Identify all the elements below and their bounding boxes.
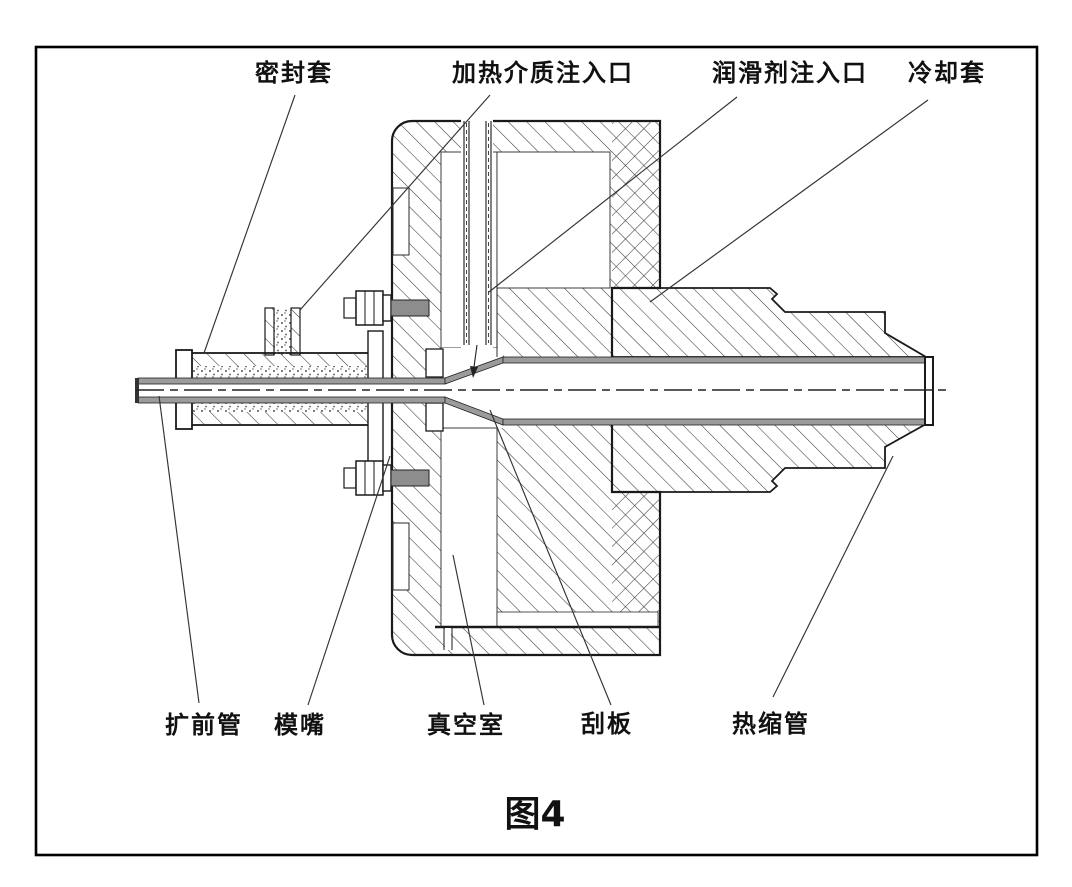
label-die-mouth: 模嘴 xyxy=(274,711,326,739)
label-sealing-sleeve: 密封套 xyxy=(255,59,333,87)
upper-cavity xyxy=(496,151,611,289)
label-heating-medium-inlet: 加热介质注入口 xyxy=(452,59,634,87)
label-lubricant-inlet: 润滑剂注入口 xyxy=(712,59,868,87)
heat-shrink-tube-shape xyxy=(502,356,934,426)
cooling-sleeve-section xyxy=(611,287,930,493)
lubricant-channel xyxy=(461,117,493,378)
leader-lines xyxy=(158,94,929,706)
figure-caption: 图4 xyxy=(504,794,565,835)
cross-hatch-column-top xyxy=(612,121,660,288)
heating-medium-gap-bottom xyxy=(190,403,378,412)
flange-hole-bottom xyxy=(392,522,410,591)
vacuum-chamber-cavity xyxy=(440,427,498,628)
label-pre-expansion-tube: 扩前管 xyxy=(165,711,243,739)
die-mouth-lips xyxy=(425,348,444,432)
tube-end-cap xyxy=(924,356,934,426)
flow-arrow xyxy=(470,366,478,378)
heating-medium-gap-top xyxy=(190,366,378,378)
mounting-bolt-bottom xyxy=(343,460,430,496)
label-heat-shrink-tube: 热缩管 xyxy=(732,710,810,738)
label-scraper: 刮板 xyxy=(581,710,633,738)
label-vacuum-chamber: 真空室 xyxy=(427,711,505,739)
cross-hatch-column-bottom xyxy=(612,492,660,627)
flange-hole-top xyxy=(392,187,410,256)
label-cooling-sleeve: 冷却套 xyxy=(908,59,986,87)
mounting-bolt-top xyxy=(343,290,430,326)
heating-port xyxy=(264,307,301,356)
